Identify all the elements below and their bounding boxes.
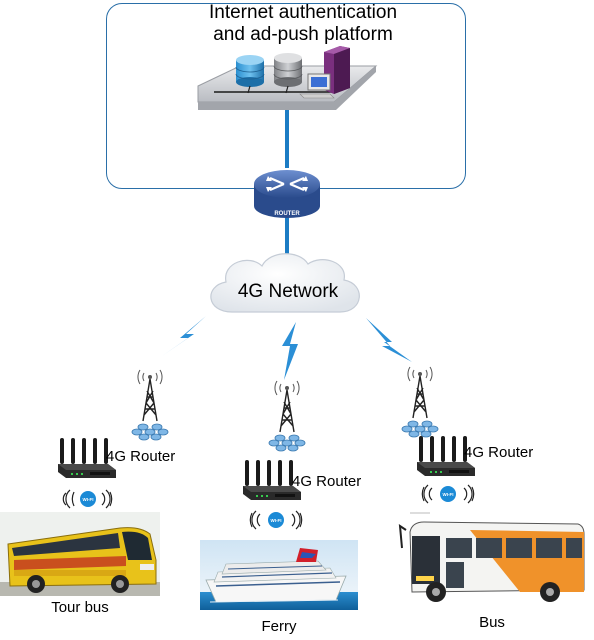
tower-left-icon — [131, 369, 169, 441]
lightning-center-icon — [282, 322, 298, 380]
network-label: 4G Network — [238, 281, 339, 302]
tower-center-icon — [268, 380, 306, 452]
wifi-left-badge: WI-FI — [83, 497, 94, 502]
vehicle-label-tour-bus: Tour bus — [51, 599, 109, 616]
platform-title-line2: and ad-push platform — [213, 24, 393, 45]
blue-database-icon — [235, 55, 265, 94]
grey-database-icon — [273, 53, 303, 94]
ferry-image — [200, 540, 358, 610]
core-router-badge: ROUTER — [274, 211, 300, 217]
lightning-right-icon — [366, 318, 412, 362]
city-bus-image — [398, 512, 585, 612]
tower-right-icon — [401, 366, 439, 438]
core-router-icon — [254, 170, 320, 218]
wifi-right-icon — [421, 484, 475, 504]
tour-bus-image — [0, 512, 160, 596]
vehicle-label-bus: Bus — [479, 614, 505, 631]
vehicle-label-ferry: Ferry — [262, 618, 297, 635]
wifi-left-icon — [62, 489, 113, 509]
cloud-shape — [210, 253, 360, 313]
workstation-icon — [299, 46, 350, 99]
wifi-center-icon — [249, 510, 303, 530]
platform-title-line1: Internet authentication — [208, 2, 398, 23]
platform-title: Internet authentication and ad-push plat… — [150, 2, 456, 46]
router-label-right: 4G Router — [464, 444, 533, 461]
wifi-right-badge: WI-FI — [443, 492, 454, 497]
router-label-center: 4G Router — [292, 473, 361, 490]
router-label-left: 4G Router — [106, 448, 175, 465]
lightning-left-icon — [162, 316, 206, 356]
wifi-center-badge: WI-FI — [271, 518, 282, 523]
